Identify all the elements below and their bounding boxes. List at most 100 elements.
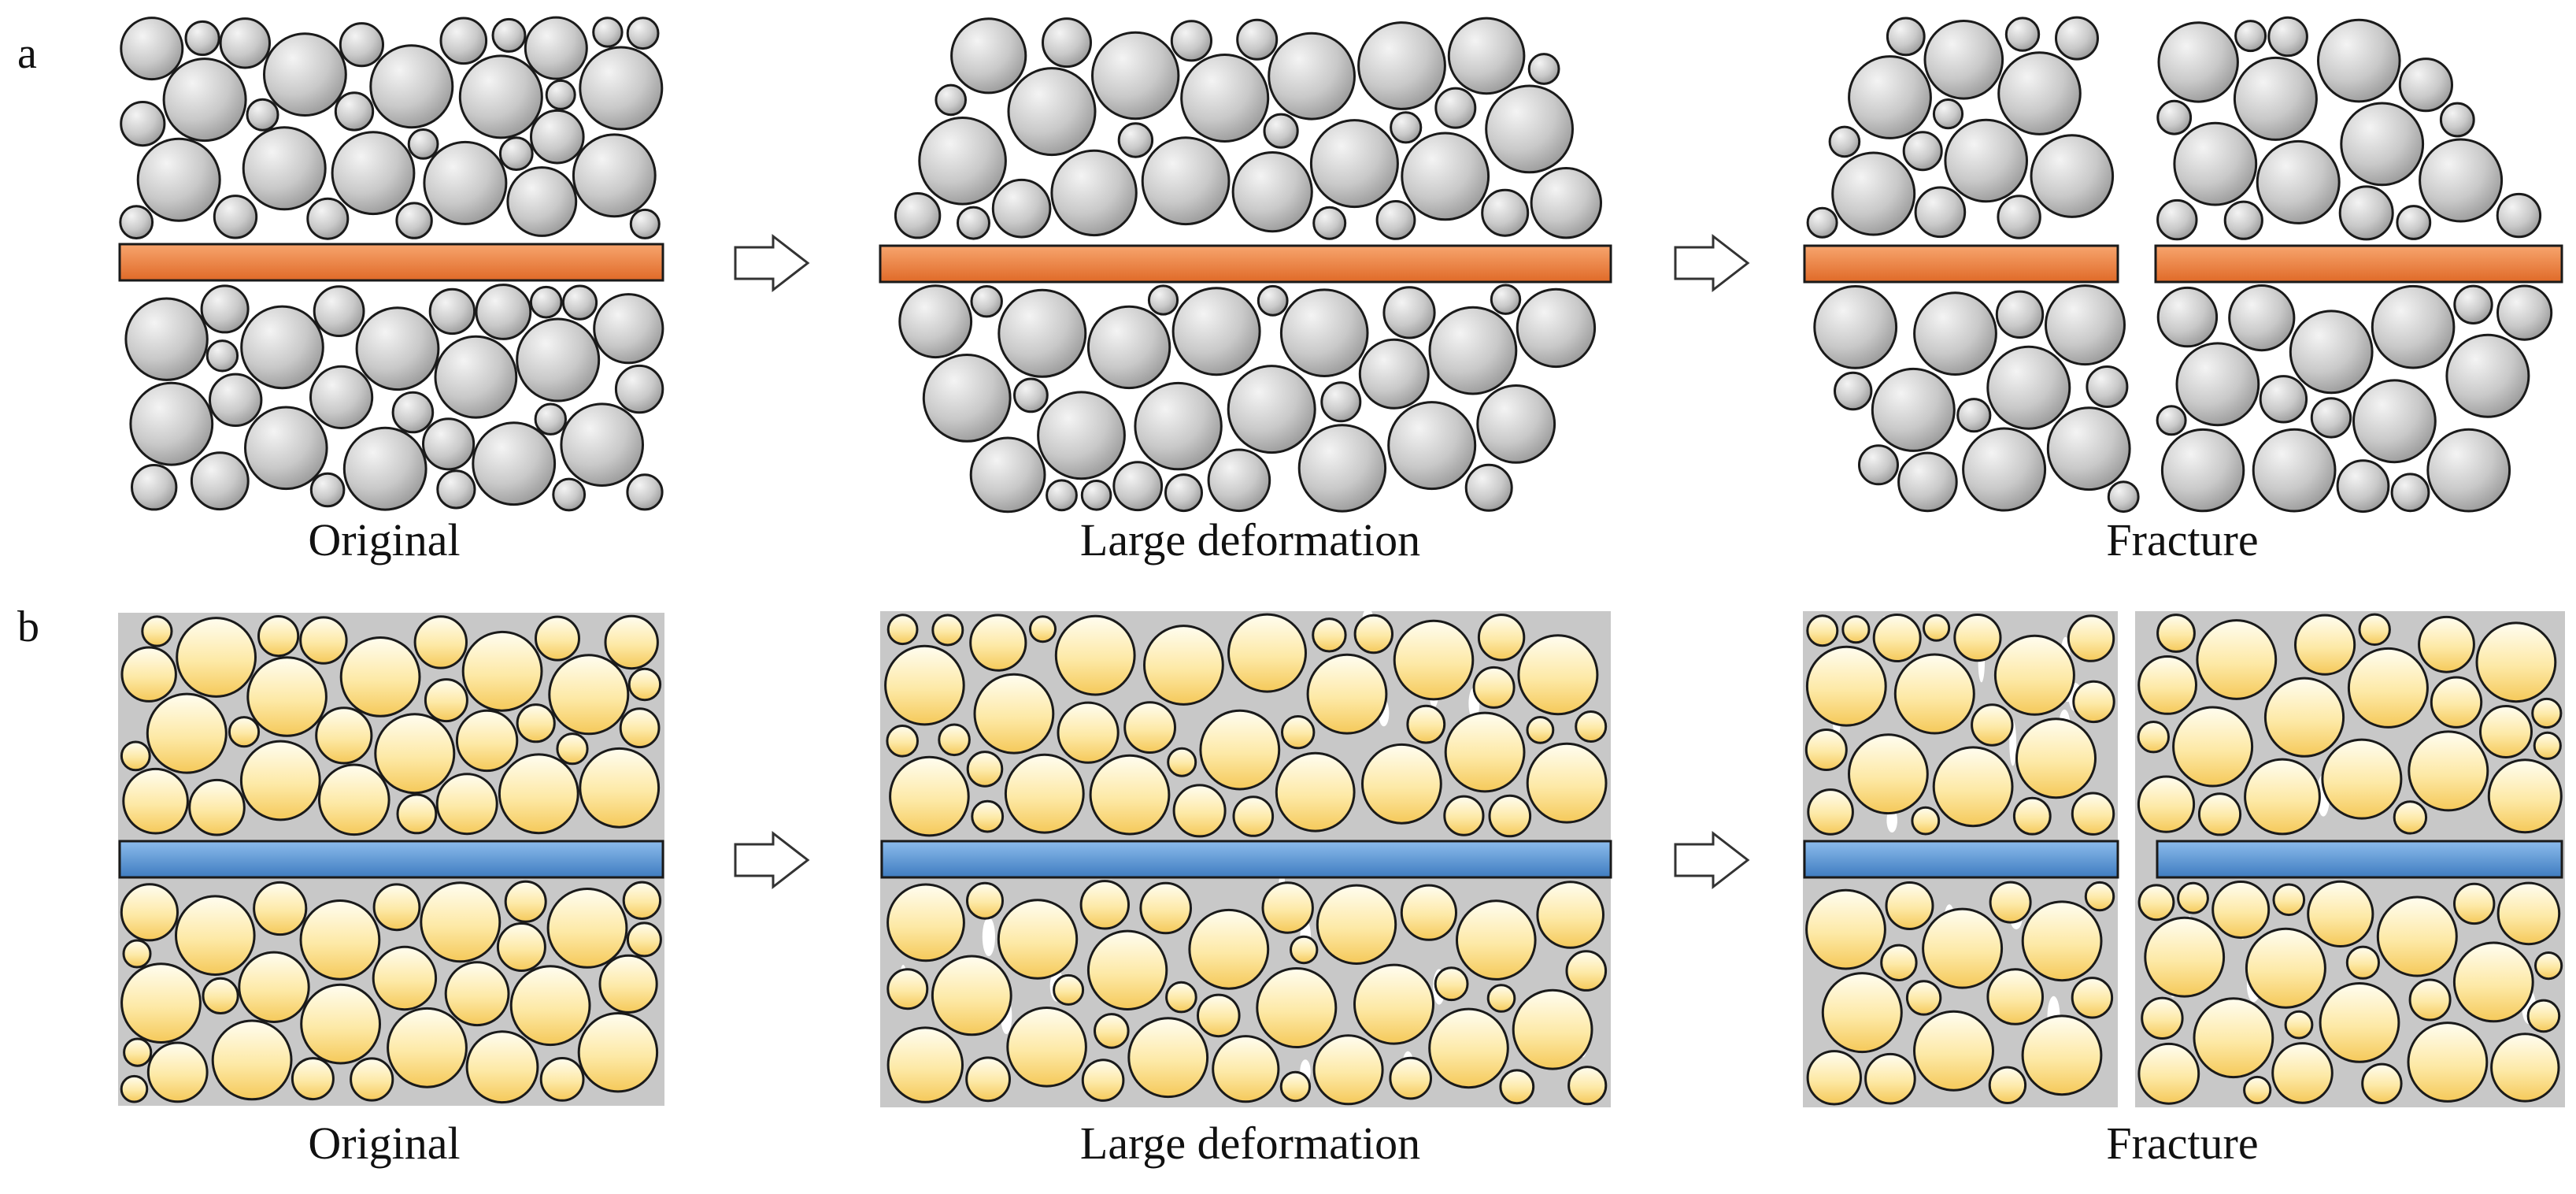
yellow-particle [1290,935,1319,965]
gray-particle [200,284,250,334]
gray-particle [1268,32,1356,121]
gray-particle [1257,284,1289,317]
gray-particle [2496,284,2553,341]
gray-particle [491,17,527,53]
yellow-particle [1123,701,1176,754]
yellow-particle [1029,615,1057,643]
yellow-particle [1913,1010,1994,1092]
gray-particle [2445,333,2530,418]
yellow-particle [300,983,382,1065]
gray-particle [1231,151,1313,233]
yellow-particle [146,692,228,774]
gray-particle [1848,55,1932,139]
yellow-particle [1312,1034,1384,1106]
gray-particle [579,46,664,131]
yellow-particle [461,630,543,712]
yellow-particle [496,922,546,972]
gray-particle [334,91,375,132]
yellow-particle [931,955,1012,1036]
gray-particle [529,285,563,319]
yellow-particle [2012,796,2052,836]
yellow-particle [1526,742,1608,824]
yellow-particle [579,747,661,829]
yellow-particle [444,961,510,1027]
yellow-particle [2533,731,2562,760]
yellow-particle [997,899,1079,980]
gray-particle [2234,20,2267,53]
yellow-particle [2015,718,2097,799]
yellow-particle [889,755,970,837]
yellow-particle [1488,794,1532,838]
panel-a-large-deformation [879,17,1612,514]
gray-particle [339,22,384,68]
gray-particle [1309,119,1399,209]
yellow-particle [1864,1052,1916,1105]
gray-particle [2340,102,2425,187]
gray-particle [2267,16,2308,57]
yellow-particle [2072,680,2115,724]
gray-particle [1962,427,2047,512]
gray-particle [552,477,587,512]
yellow-particle [627,667,662,702]
yellow-particle [886,1026,964,1103]
gray-particle [423,140,508,225]
yellow-particle [2021,900,2103,982]
yellow-particle [1988,1066,2027,1105]
gray-particle [1171,287,1261,376]
gray-particle [458,54,543,139]
gray-particle [1871,367,1956,452]
gray-particle [1080,480,1112,511]
yellow-particle [1434,966,1469,1002]
yellow-particle [1499,1069,1535,1105]
gray-particle [2390,473,2430,513]
gray-particle [1923,20,2004,100]
yellow-particle [1167,747,1197,777]
yellow-particle [966,751,1004,788]
gray-particle [1134,381,1223,471]
yellow-particle [315,706,373,765]
gray-particle [1902,131,1943,172]
yellow-particle [938,723,971,757]
step-arrow-a1-icon [734,233,810,293]
gray-particle [2233,56,2318,141]
gray-particle [1914,186,1967,239]
yellow-particle [1444,711,1526,793]
yellow-particle [465,1030,539,1104]
gray-particle [1375,200,1416,240]
yellow-particle [2193,997,2274,1079]
gray-particle [560,402,645,488]
step-arrow-b2-icon [1674,830,1750,890]
yellow-particle [2084,881,2115,912]
yellow-particle [291,1057,335,1101]
gray-particle [2086,365,2129,408]
gray-particle [2030,134,2115,218]
gray-particle [545,79,576,110]
yellow-particle [2407,1022,2489,1103]
gray-particle [2289,310,2374,395]
blue-bar-left [1803,840,2119,879]
yellow-particle [1316,884,1397,966]
gray-particle [119,205,154,240]
yellow-particle [1526,716,1555,744]
gray-particle [1279,288,1369,378]
gray-particle [309,365,374,429]
yellow-particle [1261,881,1314,934]
gray-particle [969,436,1046,514]
gray-particle [922,354,1012,443]
gray-particle [2157,21,2239,103]
gray-particle [2160,428,2245,513]
gray-particle [1236,18,1279,61]
gray-particle [1117,122,1154,158]
gray-particle [2371,284,2456,369]
yellow-particle [372,945,438,1011]
gray-particle [219,17,271,69]
yellow-particle [257,615,300,658]
yellow-particle [1456,899,1537,981]
gray-particle [918,117,1007,206]
yellow-particle [2137,884,2175,921]
gray-particle [970,285,1003,318]
yellow-particle [424,678,468,723]
gray-particle [1997,51,2082,135]
yellow-particle [1004,753,1085,834]
